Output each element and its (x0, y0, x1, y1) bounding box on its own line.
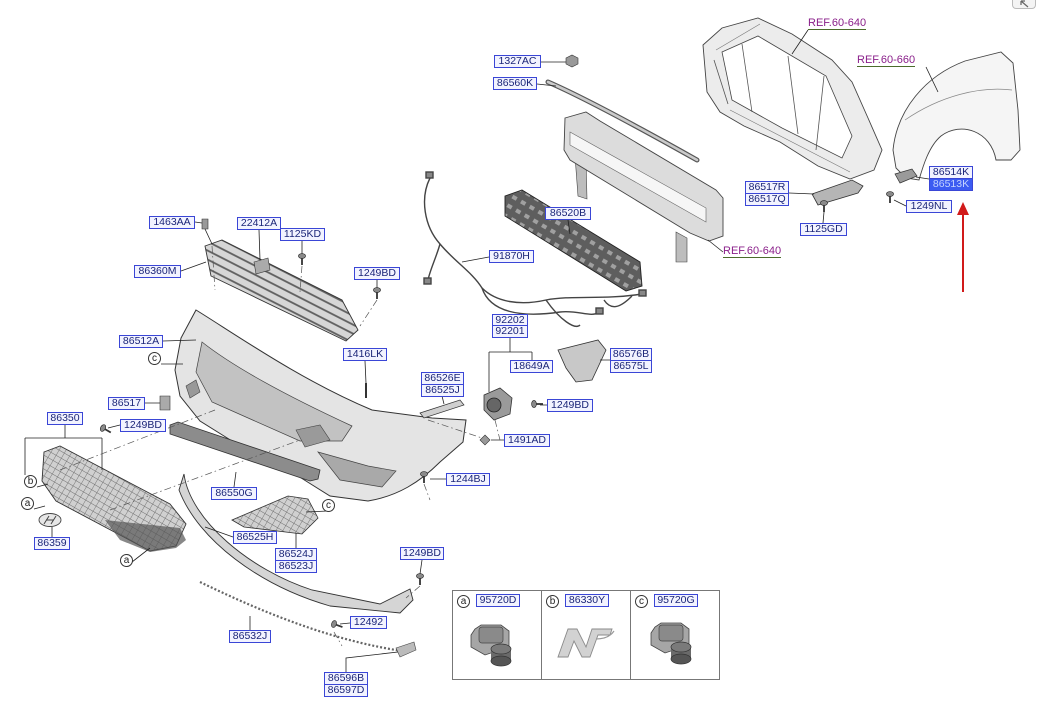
lower-grille-strip (169, 421, 321, 482)
front-bumper-lower-lip (178, 473, 414, 614)
part-label-86517[interactable]: 86517 (108, 397, 145, 410)
red-up-arrow-icon (957, 202, 969, 292)
part-label-1249bd-3[interactable]: 1249BD (120, 419, 166, 432)
bolt-1125gd (819, 199, 829, 213)
part-label-86597d[interactable]: 86597D (324, 684, 368, 697)
grille-clip (201, 218, 209, 230)
front-bumper-cover (174, 309, 467, 502)
part-label-86575l[interactable]: 86575L (610, 360, 652, 373)
bolt-1249bd-fog (530, 399, 544, 409)
part-label-1463aa[interactable]: 1463AA (149, 216, 195, 229)
part-label-86523j[interactable]: 86523J (275, 560, 317, 573)
grille-bracket (253, 257, 271, 275)
bolt-1249bd-upper (372, 286, 382, 300)
bumper-upper-strip (545, 79, 700, 163)
bolt-1249nl (885, 190, 895, 204)
part-label-86560k[interactable]: 86560K (493, 77, 537, 90)
radiator-support-panel (702, 17, 883, 180)
part-label-1244bj[interactable]: 1244BJ (446, 473, 490, 486)
callout-marker-a: a (21, 497, 34, 510)
alignment-guide-lines (59, 245, 501, 647)
reference-link-fender[interactable]: REF.60-660 (857, 54, 916, 67)
legend-cell-a: a 95720D (453, 591, 541, 679)
front-fender (892, 51, 1021, 181)
bolt-1125kd (297, 252, 307, 266)
part-label-91870h[interactable]: 91870H (489, 250, 534, 263)
part-label-1327ac[interactable]: 1327AC (494, 55, 541, 68)
parking-sensor-icon (470, 624, 512, 667)
fog-lamp-cover (231, 495, 319, 535)
part-label-86550g[interactable]: 86550G (211, 487, 257, 500)
callout-marker-b: b (24, 475, 37, 488)
part-label-1416lk[interactable]: 1416LK (343, 348, 387, 361)
part-label-86517q[interactable]: 86517Q (745, 193, 789, 206)
bumper-energy-absorber (504, 189, 643, 292)
reference-link-bumper-beam[interactable]: REF.60-640 (723, 245, 782, 258)
bumper-side-strip (419, 399, 465, 419)
fog-lamp-assembly (483, 387, 513, 421)
n-emblem-icon (557, 628, 615, 658)
part-label-1491ad[interactable]: 1491AD (504, 434, 550, 447)
part-label-1249bd-4[interactable]: 1249BD (400, 547, 444, 560)
callout-marker-c: c (148, 352, 161, 365)
part-label-86512a[interactable]: 86512A (119, 335, 163, 348)
part-label-86330y[interactable]: 86330Y (565, 594, 609, 607)
legend-marker-b: b (546, 595, 559, 608)
parking-sensor-icon (650, 622, 692, 665)
expand-arrow-button[interactable] (1012, 0, 1036, 9)
front-emblem (38, 513, 62, 527)
part-label-86350[interactable]: 86350 (47, 412, 83, 425)
fender-side-bracket (894, 168, 918, 184)
expand-arrow-icon (1020, 0, 1029, 8)
part-label-86513k[interactable]: 86513K (929, 178, 973, 191)
upper-radiator-grille (204, 239, 359, 342)
part-label-22412a[interactable]: 22412A (237, 217, 281, 230)
legend-cell-b: b 86330Y (541, 591, 630, 679)
bumper-wiring-harness (423, 171, 647, 327)
part-label-1249nl[interactable]: 1249NL (906, 200, 952, 213)
lower-moulding-strip (199, 581, 417, 658)
part-label-86360m[interactable]: 86360M (134, 265, 181, 278)
part-label-1125kd[interactable]: 1125KD (280, 228, 325, 241)
part-label-12492[interactable]: 12492 (350, 616, 387, 629)
part-label-95720g[interactable]: 95720G (654, 594, 698, 607)
part-label-86520b[interactable]: 86520B (545, 207, 591, 220)
part-label-1249bd-2[interactable]: 1249BD (547, 399, 593, 412)
reference-link-radiator-support[interactable]: REF.60-640 (808, 17, 867, 30)
legend-marker-c: c (635, 595, 648, 608)
front-grille-assembly (41, 445, 187, 552)
part-label-1249bd-1[interactable]: 1249BD (354, 267, 400, 280)
legend-cell-c: c 95720G (630, 591, 719, 679)
callout-marker-c: c (322, 499, 335, 512)
part-label-95720d[interactable]: 95720D (476, 594, 520, 607)
retaining-clip (479, 434, 491, 446)
bolt-1249bd-lower (415, 572, 425, 586)
bumper-inner-bracket (159, 395, 171, 411)
accessory-legend-table: a 95720D b 86330Y c 95720G (452, 590, 720, 680)
bolt-12492 (329, 618, 345, 632)
front-bumper-beam (563, 111, 724, 263)
callout-marker-a: a (120, 554, 133, 567)
part-label-86359[interactable]: 86359 (34, 537, 70, 550)
bumper-side-bracket (811, 179, 864, 206)
part-label-92201[interactable]: 92201 (492, 325, 528, 338)
part-label-86525h[interactable]: 86525H (233, 531, 277, 544)
part-label-18649a[interactable]: 18649A (510, 360, 553, 373)
fog-lamp-bracket (557, 339, 607, 383)
legend-marker-a: a (457, 595, 470, 608)
part-label-86525j[interactable]: 86525J (421, 384, 464, 397)
bolt-1249bd-grille (98, 422, 114, 437)
part-label-1125gd[interactable]: 1125GD (800, 223, 847, 236)
hex-nut (565, 54, 579, 68)
part-label-86532j[interactable]: 86532J (229, 630, 271, 643)
